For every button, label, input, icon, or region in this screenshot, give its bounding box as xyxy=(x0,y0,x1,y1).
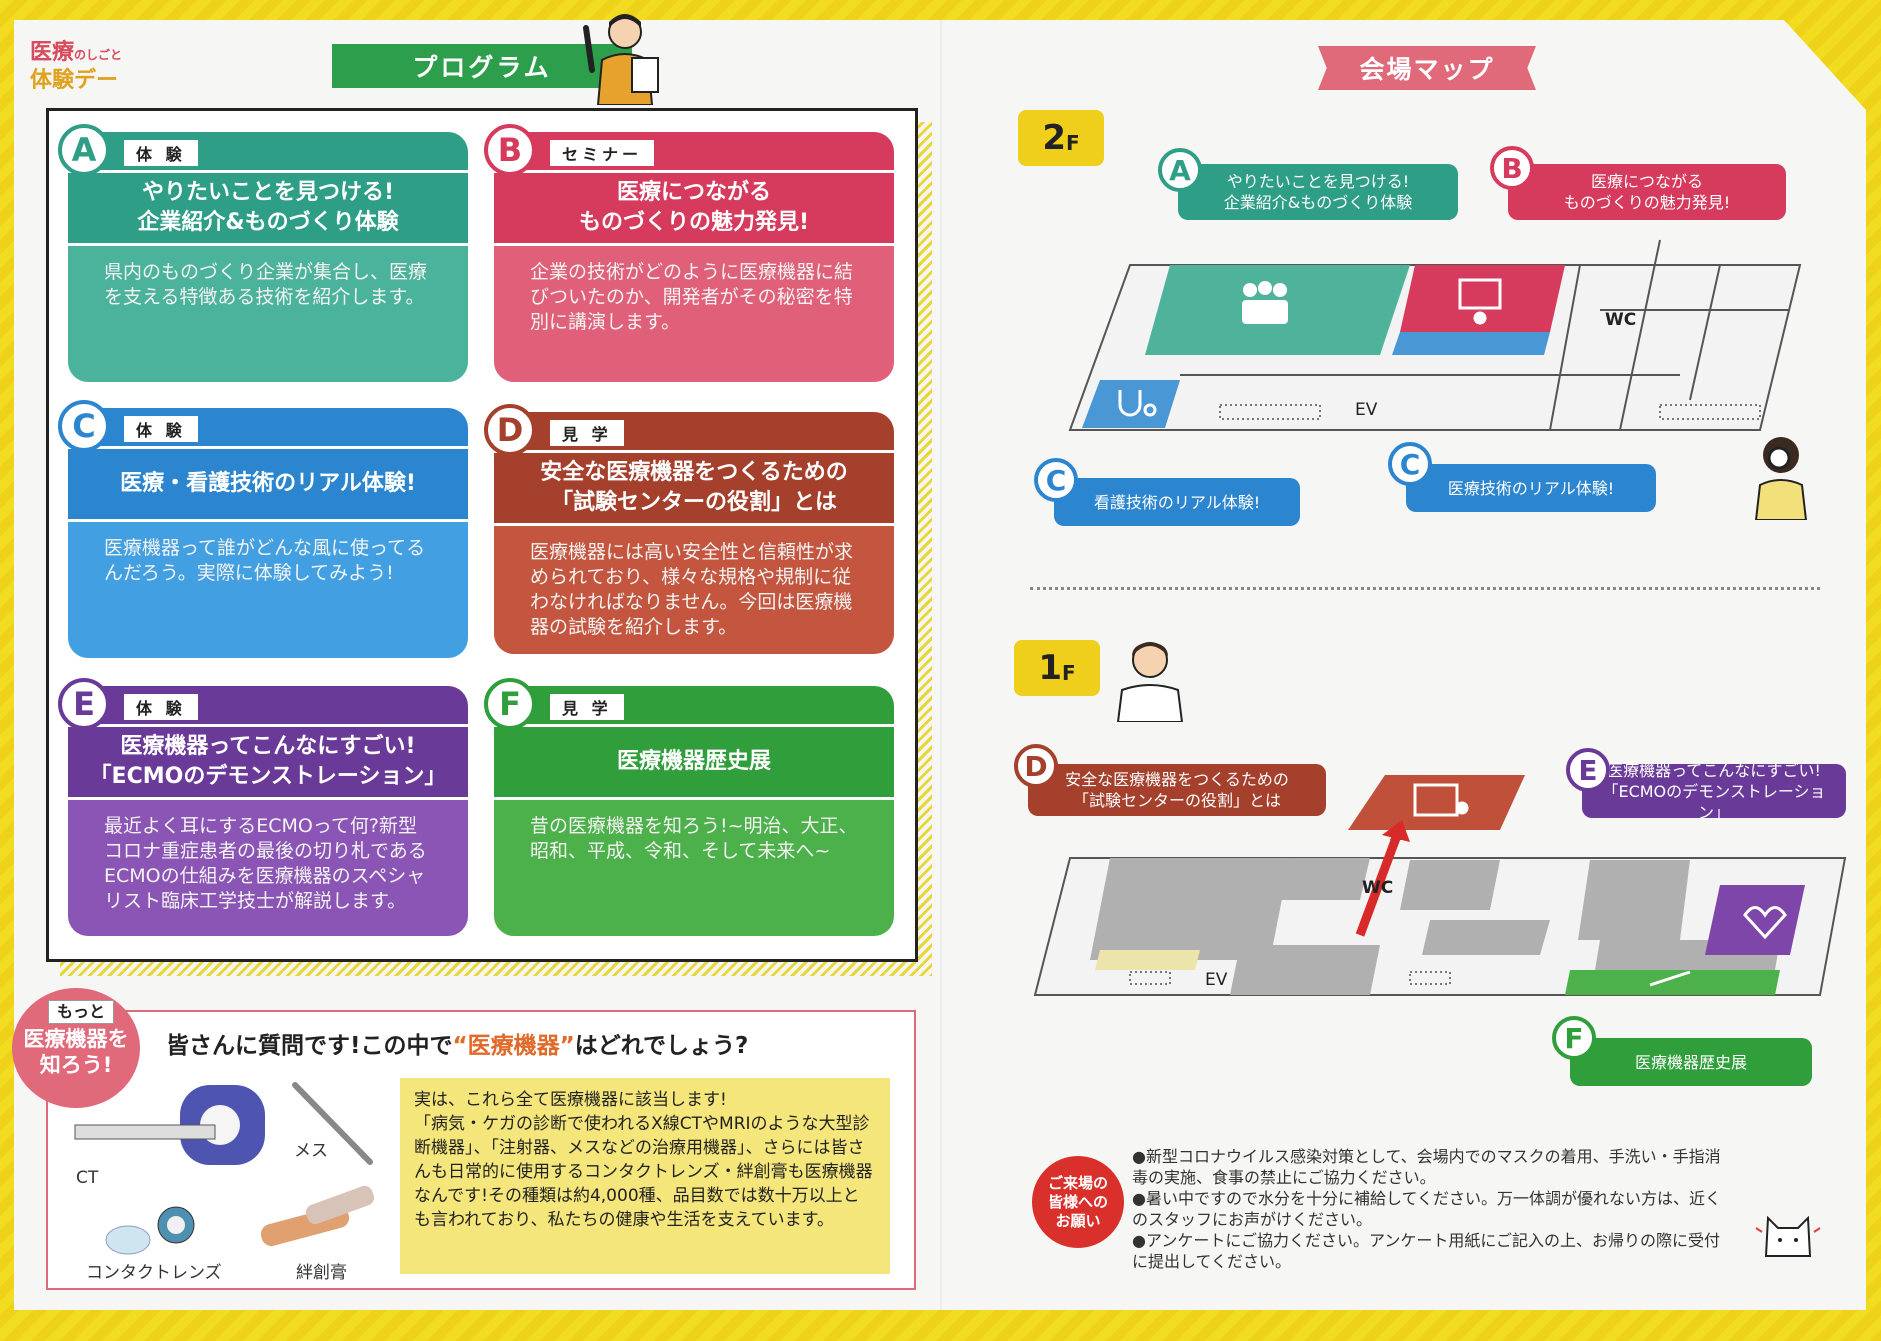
cat-illustration xyxy=(1755,1215,1821,1257)
area-e xyxy=(1705,885,1805,955)
card-letter-badge: B xyxy=(484,124,536,176)
floor2-callout-letter: C xyxy=(1034,458,1078,502)
floor2-callout-letter: A xyxy=(1158,148,1202,192)
contact-lens-label: コンタクトレンズ xyxy=(86,1263,222,1283)
program-card-d: D 見 学安全な医療機器をつくるための「試験センターの役割」とは医療機器には高い安… xyxy=(484,404,894,654)
floor1-callout-f: 医療機器歴史展 xyxy=(1570,1038,1812,1086)
card-type-tag: セミナー xyxy=(550,140,655,166)
area-c xyxy=(1082,380,1180,428)
card-description: 昔の医療機器を知ろう!~明治、大正、昭和、平成、令和、そして未来へ~ xyxy=(494,800,894,936)
card-title: やりたいことを見つける!企業紹介&ものづくり体験 xyxy=(68,170,468,246)
learn-more-badge: もっと 医療機器を知ろう! xyxy=(12,988,140,1108)
floor1-callout-letter: F xyxy=(1552,1016,1596,1060)
floor2-callout-letter: C xyxy=(1388,442,1432,486)
lecture-icon xyxy=(1413,783,1469,817)
card-letter-badge: C xyxy=(58,400,110,452)
notice-badge: ご来場の皆様へのお願い xyxy=(1032,1156,1124,1248)
card-type-tag: 体 験 xyxy=(124,416,198,442)
event-logo: 医療のしごと 体験デー xyxy=(30,40,123,93)
floor2-callout-b: 医療につながるものづくりの魅力発見! xyxy=(1508,164,1786,220)
card-letter-badge: E xyxy=(58,678,110,730)
answer-box: 実は、これら全て医療機器に該当します!「病気・ケガの診断で使われるX線CTやMR… xyxy=(400,1078,890,1274)
floor2-callout-c: 医療技術のリアル体験! xyxy=(1406,464,1656,512)
bandage-label: 絆創膏 xyxy=(296,1263,347,1283)
card-description: 企業の技術がどのように医療機器に結びついたのか、開発者がその秘密を特別に講演しま… xyxy=(494,246,894,382)
notice-item: ●暑い中ですので水分を十分に補給してください。万一体調が優れない方は、近くのスタ… xyxy=(1132,1189,1722,1229)
floor2-callout-c: 看護技術のリアル体験! xyxy=(1054,478,1300,526)
area-d xyxy=(1348,775,1525,830)
lecture-icon xyxy=(1458,278,1502,325)
ct-label: CT xyxy=(76,1168,99,1188)
card-letter-badge: F xyxy=(484,678,536,730)
program-card-f: F 見 学医療機器歴史展昔の医療機器を知ろう!~明治、大正、昭和、平成、令和、そし… xyxy=(484,678,894,936)
card-type-tag: 体 験 xyxy=(124,140,198,166)
ev-label-1f: EV xyxy=(1205,970,1228,990)
scalpel-illustration xyxy=(292,1082,373,1165)
floor2-callout-a: やりたいことを見つける!企業紹介&ものづくり体験 xyxy=(1178,164,1458,220)
card-letter-badge: D xyxy=(484,404,536,456)
staff-person-illustration xyxy=(1116,642,1184,722)
card-title: 医療・看護技術のリアル体験! xyxy=(68,446,468,522)
card-description: 県内のものづくり企業が集合し、医療を支える特徴ある技術を紹介します。 xyxy=(68,246,468,382)
ct-scanner-illustration xyxy=(74,1085,265,1165)
card-title: 安全な医療機器をつくるための「試験センターの役割」とは xyxy=(494,450,894,526)
floor-divider xyxy=(1030,587,1820,590)
program-card-e: E 体 験医療機器ってこんなにすごい!「ECMOのデモンストレーション」最近よく耳… xyxy=(58,678,468,936)
wc-label-2f: WC xyxy=(1605,310,1636,330)
notice-item: ●アンケートにご協力ください。アンケート用紙にご記入の上、お帰りの際に受付に提出… xyxy=(1132,1231,1721,1271)
card-type-tag: 見 学 xyxy=(550,694,624,720)
card-type-tag: 体 験 xyxy=(124,694,198,720)
card-type-tag: 見 学 xyxy=(550,420,624,446)
card-letter-badge: A xyxy=(58,124,110,176)
magnifier-person-illustration xyxy=(1754,437,1808,520)
floor-2-map: EV WC xyxy=(1068,239,1802,431)
floor1-callout-letter: D xyxy=(1014,744,1058,788)
card-description: 医療機器には高い安全性と信頼性が求められており、様々な規格や規制に従わなければな… xyxy=(494,526,894,654)
area-b xyxy=(1400,265,1565,332)
area-c-strip xyxy=(1392,332,1550,355)
floor1-callout-letter: E xyxy=(1566,748,1610,792)
contact-lens-illustration xyxy=(105,1206,195,1255)
ev-label-2f: EV xyxy=(1355,400,1378,420)
program-header: プログラム xyxy=(332,44,632,88)
card-description: 最近よく耳にするECMOって何?新型コロナ重症患者の最後の切り札であるECMOの… xyxy=(68,800,468,936)
arrow-up-icon xyxy=(1382,820,1410,842)
stethoscope-icon xyxy=(1118,390,1157,417)
floor2-callout-letter: B xyxy=(1490,146,1534,190)
program-card-a: A 体 験やりたいことを見つける!企業紹介&ものづくり体験県内のものづくり企業が集… xyxy=(58,124,468,382)
floor-1-map: EV WC xyxy=(1033,775,1847,996)
program-card-c: C 体 験医療・看護技術のリアル体験!医療機器って誰がどんな風に使ってるんだろう。… xyxy=(58,400,468,658)
floor1-callout-d: 安全な医療機器をつくるための「試験センターの役割」とは xyxy=(1028,764,1326,816)
heart-monitor-icon xyxy=(1743,906,1787,940)
center-fold xyxy=(940,20,942,1310)
question-title: 皆さんに質問です!この中で“医療機器”はどれでしょう? xyxy=(166,1033,749,1059)
presenter-illustration xyxy=(583,14,659,105)
program-card-b: B セミナー医療につながるものづくりの魅力発見!企業の技術がどのように医療機器に結… xyxy=(484,124,894,382)
notice-item: ●新型コロナウイルス感染対策として、会場内でのマスクの着用、手洗い・手指消毒の実… xyxy=(1132,1147,1721,1187)
syringe-icon xyxy=(1649,970,1691,987)
card-description: 医療機器って誰がどんな風に使ってるんだろう。実際に体験してみよう! xyxy=(68,522,468,658)
map-header: 会場マップ xyxy=(1318,46,1536,90)
wc-label-1f: WC xyxy=(1362,878,1393,898)
floor1-callout-e: 医療機器ってこんなにすごい!「ECMOのデモンストレーション」 xyxy=(1582,761,1846,822)
area-f xyxy=(1565,970,1780,995)
notice-list: ●新型コロナウイルス感染対策として、会場内でのマスクの着用、手洗い・手指消毒の実… xyxy=(1132,1146,1732,1272)
card-title: 医療機器ってこんなにすごい!「ECMOのデモンストレーション」 xyxy=(68,724,468,800)
scalpel-label: メス xyxy=(294,1141,328,1161)
bandage-illustration xyxy=(260,1185,375,1247)
people-icon xyxy=(1242,281,1288,324)
card-title: 医療機器歴史展 xyxy=(494,724,894,800)
card-title: 医療につながるものづくりの魅力発見! xyxy=(494,170,894,246)
